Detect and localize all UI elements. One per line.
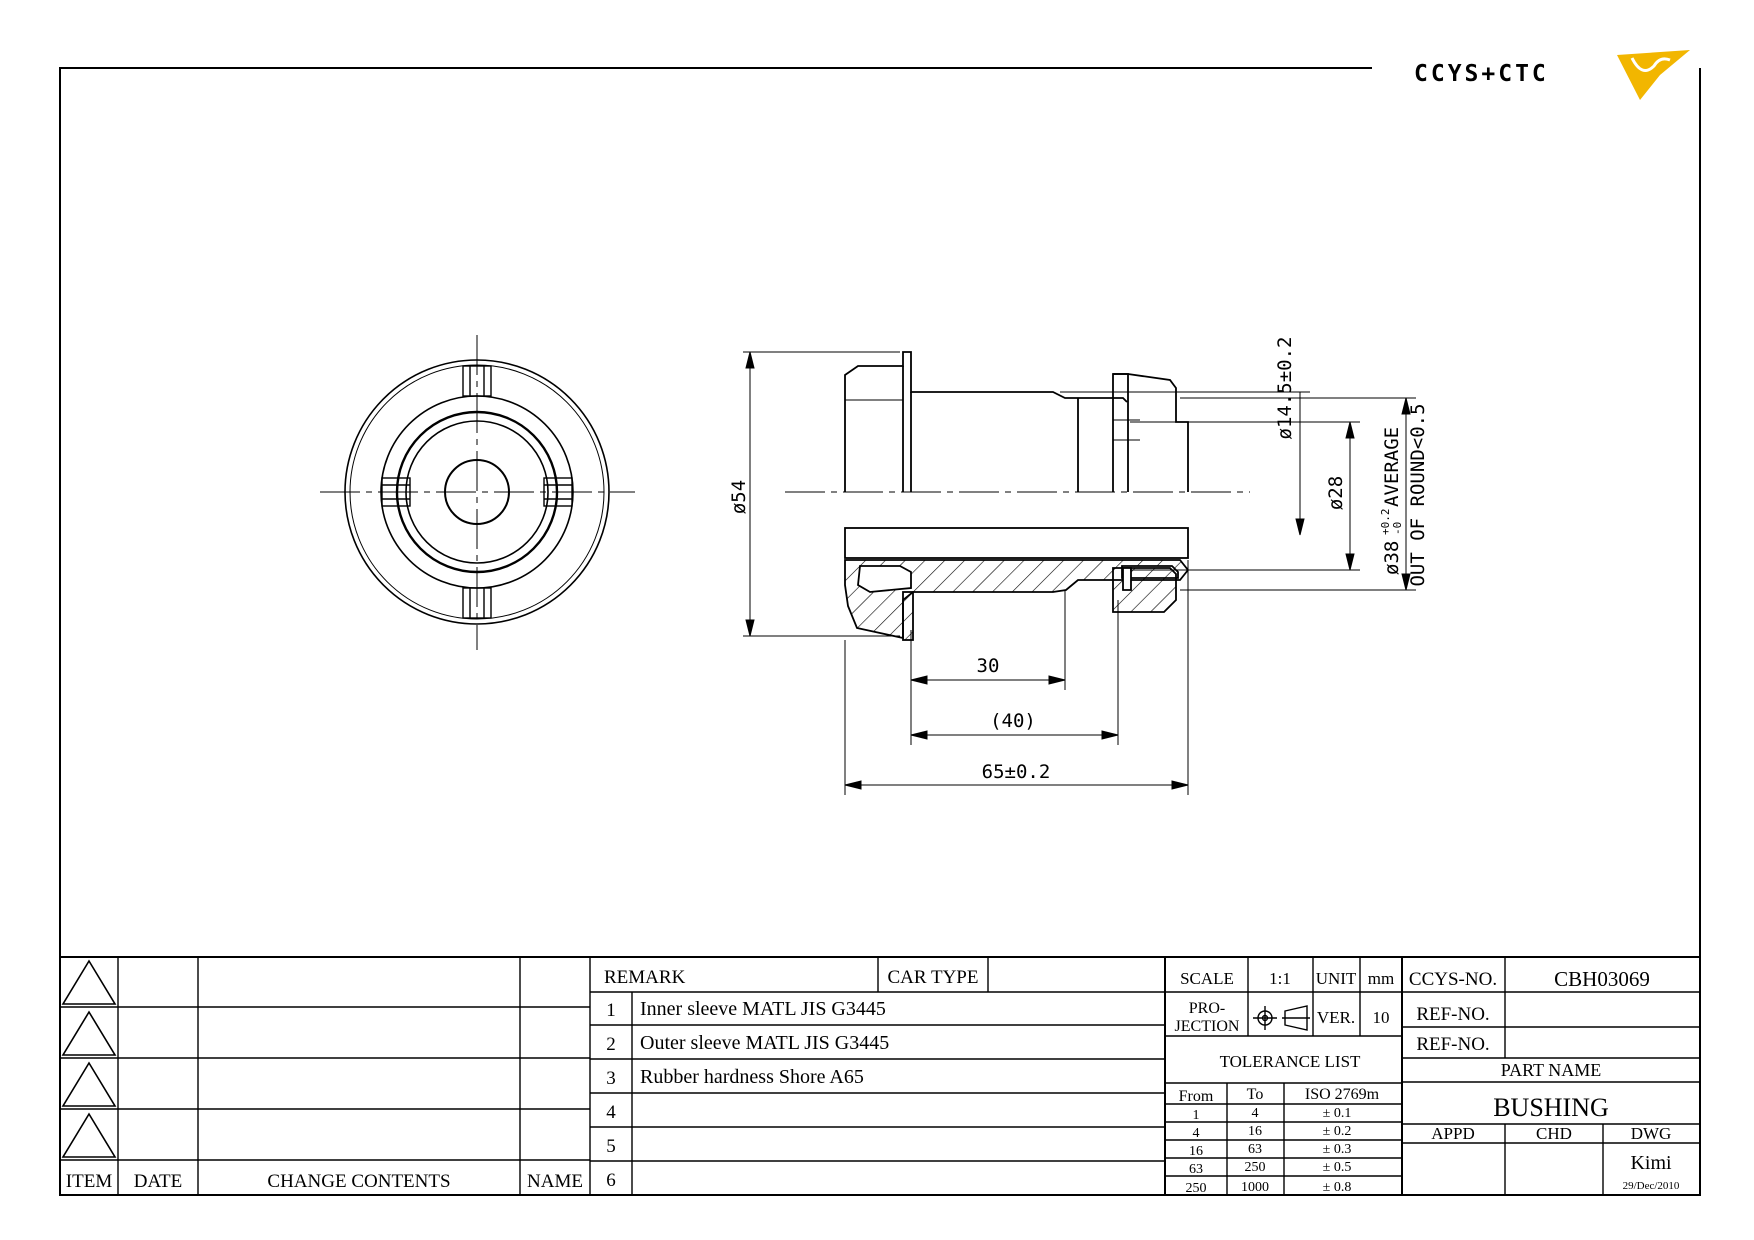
rev-header-date: DATE [134, 1171, 183, 1192]
remark-text-1: Inner sleeve MATL JIS G3445 [640, 998, 886, 1020]
scale-label: SCALE [1180, 969, 1234, 988]
projection-label-1: PRO- [1189, 1000, 1225, 1017]
dim-len65: 65±0.2 [982, 761, 1051, 783]
scale-value: 1:1 [1269, 969, 1291, 988]
dim-d54: ø54 [728, 480, 750, 514]
rev-header-change: CHANGE CONTENTS [267, 1171, 450, 1192]
remark-no-3: 3 [606, 1068, 616, 1089]
remark-no-6: 6 [606, 1170, 616, 1191]
ccys-no-label: CCYS-NO. [1409, 969, 1497, 990]
ccys-no-value: CBH03069 [1554, 967, 1650, 991]
ref-no-label-1: REF-NO. [1416, 1004, 1489, 1025]
projection-label-2: JECTION [1175, 1018, 1240, 1035]
dimensions [743, 351, 1416, 795]
tol-row-from: 1 [1193, 1108, 1200, 1123]
tol-row-to: 16 [1248, 1124, 1262, 1139]
part-name-label: PART NAME [1501, 1060, 1601, 1080]
remark-no-5: 5 [606, 1136, 616, 1157]
remark-no-4: 4 [606, 1102, 616, 1123]
rev-header-name: NAME [527, 1171, 583, 1192]
title-block-grid [60, 956, 1700, 1195]
ref-no-label-2: REF-NO. [1416, 1034, 1489, 1055]
dwg-label: DWG [1631, 1124, 1672, 1143]
tol-row-value: ± 0.2 [1323, 1124, 1352, 1139]
remark-text-2: Outer sleeve MATL JIS G3445 [640, 1032, 889, 1054]
front-view [320, 335, 635, 650]
revision-triangle-icon [61, 1061, 117, 1107]
tol-row-value: ± 0.3 [1323, 1142, 1352, 1157]
company-logo: CCYS+CTC [1414, 50, 1690, 100]
tol-row-from: 63 [1189, 1162, 1203, 1177]
tol-row-to: 63 [1248, 1142, 1262, 1157]
tol-row-from: 16 [1189, 1144, 1203, 1159]
tol-header-from: From [1179, 1088, 1214, 1105]
dwg-date: 29/Dec/2010 [1623, 1180, 1680, 1192]
logo-mark-icon [1617, 50, 1690, 100]
remark-text-3: Rubber hardness Shore A65 [640, 1066, 864, 1088]
tol-row-value: ± 0.8 [1323, 1180, 1352, 1195]
remark-no-2: 2 [606, 1034, 616, 1055]
part-name-value: BUSHING [1493, 1093, 1609, 1122]
remark-no-1: 1 [606, 1000, 616, 1021]
dim-d38-tol-upper: +0.2 [1379, 509, 1392, 536]
tol-row-value: ± 0.5 [1323, 1160, 1352, 1175]
dim-d38-note: AVERAGE [1381, 427, 1403, 507]
ver-value: 10 [1373, 1008, 1390, 1027]
dim-len30: 30 [977, 655, 1000, 677]
tol-row-value: ± 0.1 [1323, 1106, 1352, 1121]
front-view-centerlines [320, 335, 635, 650]
tol-row-to: 250 [1245, 1160, 1266, 1175]
projection-symbol-icon [1253, 1005, 1310, 1031]
revision-triangle-icon [61, 1010, 117, 1056]
tol-row-to: 4 [1252, 1106, 1259, 1121]
dim-d38: ø38 [1381, 541, 1403, 575]
tol-header-to: To [1247, 1086, 1264, 1103]
unit-label: UNIT [1316, 969, 1357, 988]
dim-len40: (40) [990, 710, 1036, 732]
remark-label: REMARK [604, 967, 686, 988]
tolerance-title: TOLERANCE LIST [1220, 1052, 1361, 1071]
rev-header-item: ITEM [66, 1171, 113, 1192]
appd-label: APPD [1431, 1124, 1474, 1143]
tol-header-iso: ISO 2769m [1305, 1086, 1380, 1103]
revision-triangle-icon [61, 1112, 117, 1158]
ver-label: VER. [1317, 1008, 1355, 1027]
tol-row-from: 250 [1186, 1181, 1207, 1196]
dim-d38-tol-lower: -0 [1391, 522, 1404, 535]
revision-triangle-icon [61, 959, 117, 1005]
car-type-label: CAR TYPE [888, 967, 979, 988]
dwg-name: Kimi [1630, 1152, 1672, 1174]
tol-row-to: 1000 [1241, 1180, 1269, 1195]
unit-value: mm [1368, 969, 1394, 988]
dim-out-of-round: OUT OF ROUND<0.5 [1407, 403, 1429, 586]
dimension-labels: ø54 ø14.5±0.2 ø28 ø38 +0.2 -0 AVERAGE OU… [728, 337, 1429, 783]
chd-label: CHD [1536, 1124, 1572, 1143]
dim-d145: ø14.5±0.2 [1274, 337, 1296, 440]
revision-triangles [61, 959, 117, 1158]
tol-row-from: 4 [1193, 1126, 1200, 1141]
section-view [785, 351, 1250, 641]
sheet-border [59, 67, 1701, 1196]
dim-d28: ø28 [1325, 476, 1347, 510]
logo-text: CCYS+CTC [1414, 61, 1549, 87]
